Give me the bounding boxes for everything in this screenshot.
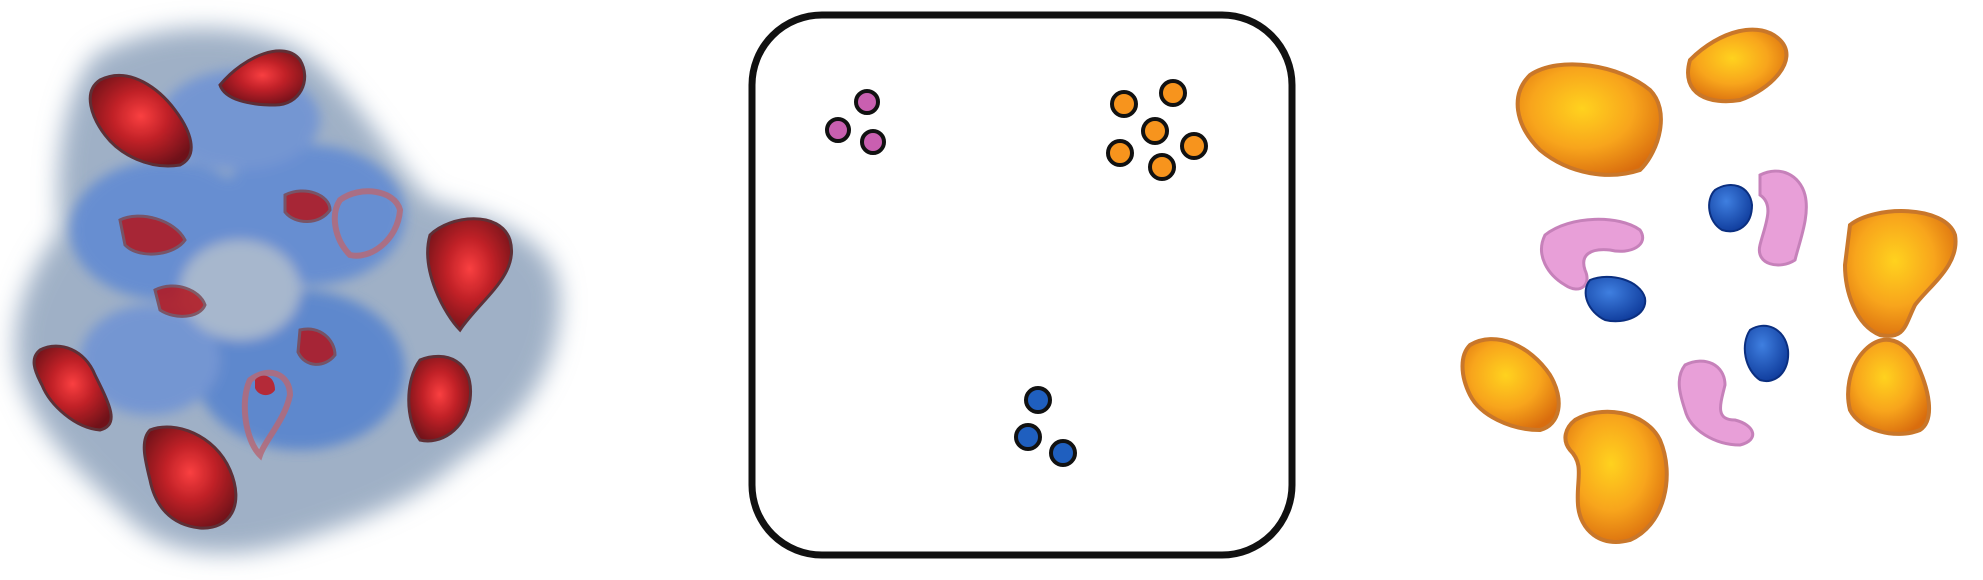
medium-domains [1540,169,1808,447]
pink-domain-3 [1677,359,1754,447]
orange-dot-1 [1110,90,1138,118]
orange-dot-4 [1106,139,1134,167]
pink-dot-1 [854,89,880,115]
orange-dot-6 [1148,153,1176,181]
small-domains [1584,184,1790,383]
dense-cores [32,49,514,530]
orange-cluster [1106,79,1208,181]
core-5 [32,344,113,432]
blue-domain-1 [1708,184,1754,233]
blue-dot-1 [1024,386,1052,414]
blue-domain-3 [1743,324,1790,383]
schematic-frame [748,11,1296,559]
orange-domain-4 [1846,337,1932,436]
orange-dot-2 [1159,79,1187,107]
pink-domain-2 [1757,169,1808,267]
core-1 [88,73,193,168]
core-3 [426,217,514,333]
blue-dot-2 [1014,423,1042,451]
cluster-schematic-panel [748,11,1296,559]
pink-cluster [825,89,886,155]
core-2 [218,49,307,107]
pink-domain-1 [1540,217,1644,291]
blue-dot-3 [1049,439,1077,467]
segmented-map-panel [1460,27,1958,544]
blue-domain-2 [1584,275,1647,323]
orange-dot-5 [1180,132,1208,160]
orange-domain-2 [1686,27,1789,104]
blue-cluster [1014,386,1077,467]
density-map-panel [15,28,560,554]
inner-small-cores [118,188,404,461]
orange-dot-3 [1141,117,1169,145]
core-6 [142,425,238,530]
orange-domain-5 [1460,337,1561,433]
core-4 [407,354,472,443]
orange-domain-1 [1515,62,1663,177]
large-domains [1460,27,1958,544]
pink-dot-3 [860,129,886,155]
pink-dot-2 [825,117,851,143]
orange-domain-6 [1563,409,1669,544]
orange-domain-3 [1842,209,1958,338]
